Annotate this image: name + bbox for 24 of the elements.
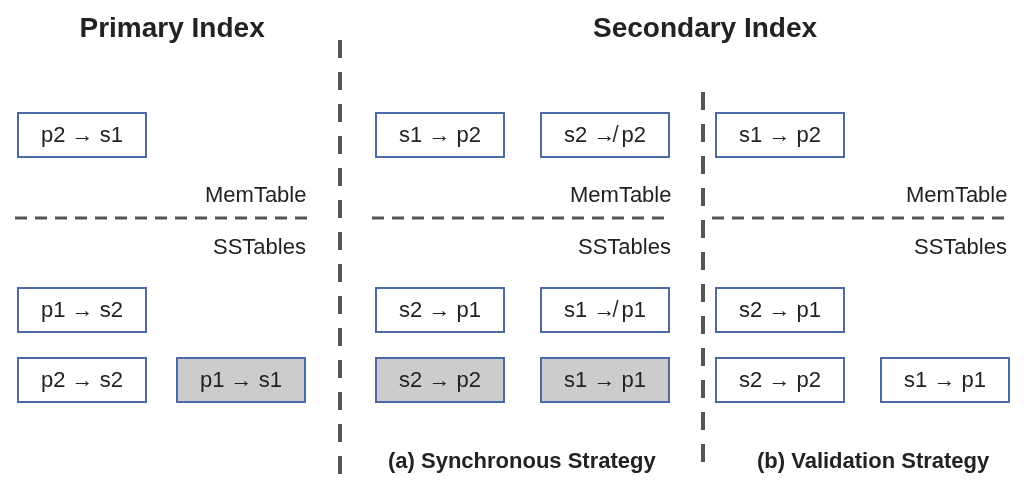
mapping-box: s1 ↛ p1 <box>540 287 670 333</box>
table-label: MemTable <box>570 182 672 208</box>
mapping-box: p2 → s1 <box>17 112 147 158</box>
caption: (a) Synchronous Strategy <box>388 448 656 474</box>
mapping-box: s2 → p1 <box>375 287 505 333</box>
mapping-box: p2 → s2 <box>17 357 147 403</box>
table-label: SSTables <box>213 234 306 260</box>
table-label: SSTables <box>914 234 1007 260</box>
mapping-box: s1 → p1 <box>540 357 670 403</box>
mapping-box: s1 → p2 <box>715 112 845 158</box>
mapping-box: s2 ↛ p2 <box>540 112 670 158</box>
mapping-box: s1 → p1 <box>880 357 1010 403</box>
section-title: Primary Index <box>79 12 265 44</box>
table-label: MemTable <box>205 182 307 208</box>
mapping-box: p1 → s2 <box>17 287 147 333</box>
table-label: SSTables <box>578 234 671 260</box>
caption: (b) Validation Strategy <box>757 448 990 474</box>
table-label: MemTable <box>906 182 1008 208</box>
mapping-box: s2 → p2 <box>715 357 845 403</box>
mapping-box: p1 → s1 <box>176 357 306 403</box>
mapping-box: s2 → p2 <box>375 357 505 403</box>
section-title: Secondary Index <box>593 12 818 44</box>
mapping-box: s2 → p1 <box>715 287 845 333</box>
mapping-box: s1 → p2 <box>375 112 505 158</box>
